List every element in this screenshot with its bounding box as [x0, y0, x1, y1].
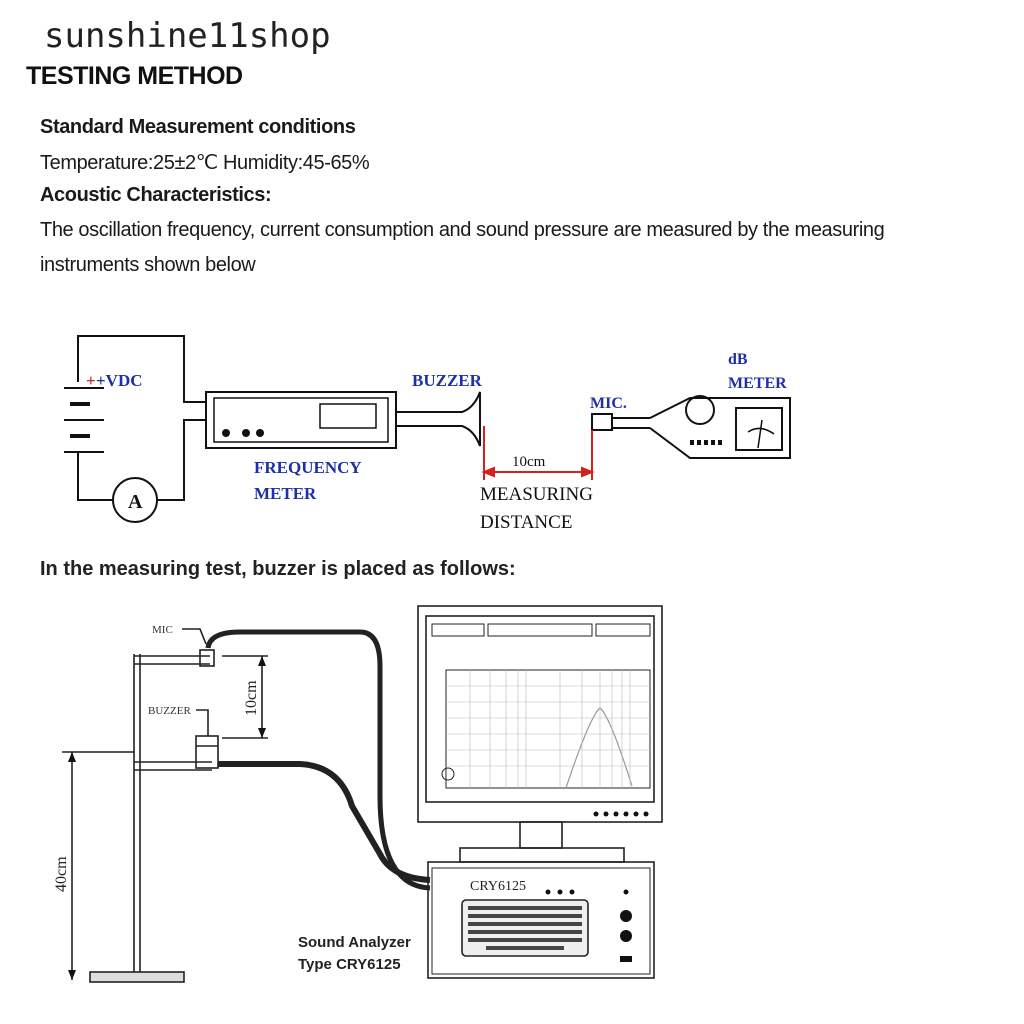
vdc-plus-sign: + [86, 371, 96, 390]
buzzer-horn [456, 391, 481, 447]
description-line-2: instruments shown below [40, 254, 256, 276]
ammeter-circle [112, 477, 158, 523]
setup-diagram: MIC BUZZER 10cm 40cm CRY6125 [53, 605, 663, 983]
standard-heading: Standard Measurement conditions [40, 116, 356, 138]
keyboard-keys [468, 906, 582, 950]
mic-label: MIC. [590, 395, 627, 412]
measuring-distance-label-1: MEASURING [480, 484, 593, 505]
wire-bottom-left [77, 452, 112, 501]
stand-base [89, 971, 185, 983]
setup-buzzer-label: BUZZER [148, 705, 191, 717]
measuring-distance-label-2: DISTANCE [480, 512, 572, 533]
monitor-screen [425, 615, 655, 803]
acoustic-heading: Acoustic Characteristics: [40, 184, 272, 206]
frequency-meter-label-2: METER [254, 484, 317, 503]
mic-tip [591, 413, 613, 431]
wire-top [77, 335, 206, 403]
db-meter-knob [685, 395, 715, 425]
monitor-frame [417, 605, 663, 823]
watermark: sunshine11shop [44, 16, 331, 56]
buzzer-label: BUZZER [412, 371, 483, 390]
caption-line-2: Type CRY6125 [298, 956, 401, 973]
screen-grid [446, 670, 650, 788]
conditions-text: Temperature:25±2℃ Humidity:45-65% [40, 152, 370, 174]
placement-heading: In the measuring test, buzzer is placed … [40, 558, 516, 580]
setup-mic-label: MIC [152, 624, 173, 636]
setup-gap-label: 10cm [243, 680, 260, 716]
db-label-2: METER [728, 375, 787, 392]
caption-line-1: Sound Analyzer [298, 934, 411, 951]
analyzer-model-label: CRY6125 [470, 879, 526, 894]
ammeter-label: A [128, 491, 143, 513]
frequency-meter-body [205, 391, 397, 449]
setup-height-label: 40cm [53, 856, 70, 892]
distance-label: 10cm [512, 454, 546, 470]
vdc-label: +VDC [96, 371, 143, 390]
buzzer-block [195, 735, 219, 769]
db-meter-dial [735, 407, 783, 451]
wire-bottom-right [158, 419, 206, 501]
analyzer-body [427, 861, 655, 979]
frequency-meter-display [319, 403, 377, 429]
frequency-meter-label-1: FREQUENCY [254, 458, 362, 477]
description-line-1: The oscillation frequency, current consu… [40, 219, 885, 241]
db-label-1: dB [728, 351, 748, 368]
db-meter-body [649, 397, 791, 459]
circuit-diagram: + +VDC A BUZZER FREQUENCY METER 10cm MEA… [64, 335, 791, 533]
page-title: TESTING METHOD [26, 62, 243, 90]
mic-capsule [199, 649, 215, 667]
